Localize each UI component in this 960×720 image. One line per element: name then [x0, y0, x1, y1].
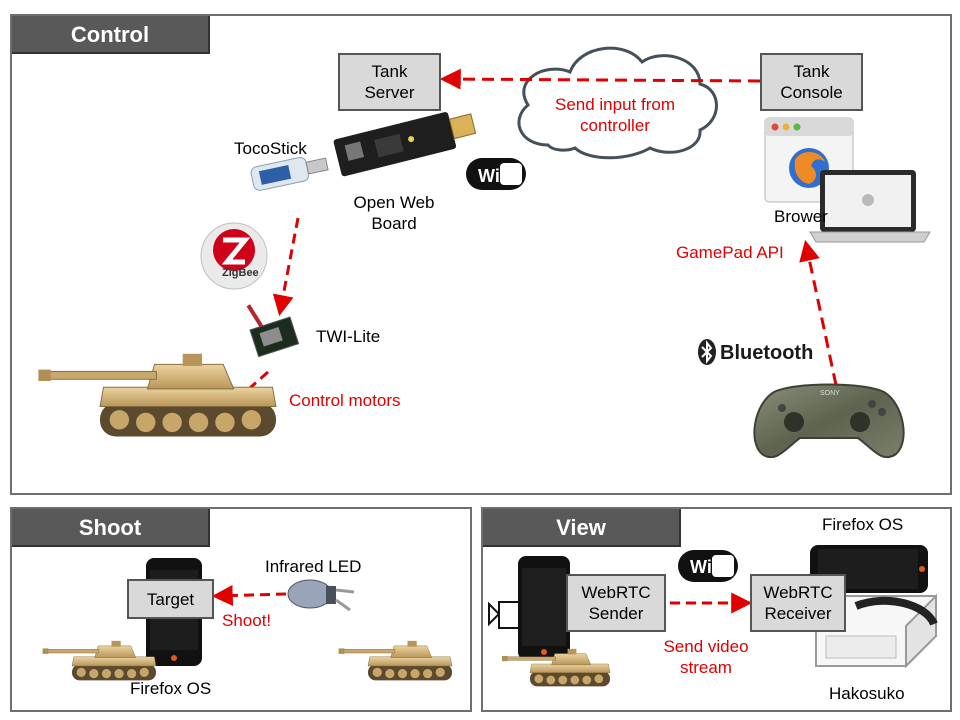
webrtc-sender-node: WebRTC Sender [566, 574, 666, 632]
hakosuko-label: Hakosuko [829, 684, 905, 703]
cloud-label: Send input from controller [554, 95, 675, 135]
control-tank-image [37, 352, 277, 438]
gamepad-icon [753, 383, 905, 459]
view-panel-title: View [483, 509, 681, 547]
send-video-label: Send video stream [663, 637, 749, 677]
shoot-panel-title: Shoot [12, 509, 210, 547]
tank-console-node: Tank Console [760, 53, 863, 111]
infrared-led-icon [287, 579, 355, 612]
arrow-twi-to-tank [221, 370, 269, 413]
browser-label: Brower [774, 207, 828, 226]
webrtc-receiver-node: WebRTC Receiver [750, 574, 846, 632]
webrtc-sender-label: WebRTC Sender [581, 583, 651, 623]
view-phone-icon [518, 556, 570, 660]
bluetooth-logo-text: Bluetooth [720, 342, 813, 364]
shoot-action-label: Shoot! [222, 611, 272, 630]
cloud-shape [517, 46, 718, 160]
infrared-led-label: Infrared LED [265, 557, 362, 576]
arrow-board-to-twi [272, 217, 300, 317]
shoot-tank-right-image [338, 640, 453, 681]
gamepad-api-label: GamePad API [676, 243, 784, 262]
target-node: Target [127, 579, 214, 619]
tank-server-node: Tank Server [338, 53, 441, 111]
laptop-icon [809, 170, 931, 243]
zigbee-logo-text: ZigBee [222, 267, 259, 279]
view-wifi-badge-text: WiFi [690, 557, 728, 577]
tocostick-label: TocoStick [234, 139, 307, 158]
twi-lite-device [246, 304, 300, 358]
wifi-badge-text: WiFi [478, 166, 516, 186]
bluetooth-icon [698, 339, 716, 365]
view-tank-image [501, 648, 611, 687]
control-motors-label: Control motors [289, 391, 401, 410]
zigbee-logo [200, 222, 268, 290]
tank-server-label: Tank Server [364, 62, 415, 102]
wifi-badge-icon [466, 158, 526, 190]
control-panel-title: Control [12, 16, 210, 54]
shoot-tank-left-image [42, 640, 157, 681]
shoot-firefox-os-label: Firefox OS [130, 679, 212, 698]
target-label: Target [146, 589, 195, 609]
hakosuko-viewer-icon [815, 593, 938, 669]
arrow-gamepad-to-browser [799, 239, 838, 386]
open-web-board-label: Open Web Board [353, 193, 435, 233]
tocostick-device [250, 156, 329, 191]
view-wifi-badge-icon [678, 550, 738, 582]
twi-lite-label: TWI-Lite [316, 327, 381, 346]
arrow-led-to-target [211, 585, 287, 607]
view-firefox-os-label: Firefox OS [822, 515, 904, 534]
open-web-board-device [333, 112, 477, 177]
webrtc-receiver-label: WebRTC Receiver [763, 583, 833, 623]
tank-console-label: Tank Console [780, 62, 843, 102]
gamepad-brand-text: SONY [820, 390, 840, 397]
arrow-console-to-server [439, 68, 761, 90]
